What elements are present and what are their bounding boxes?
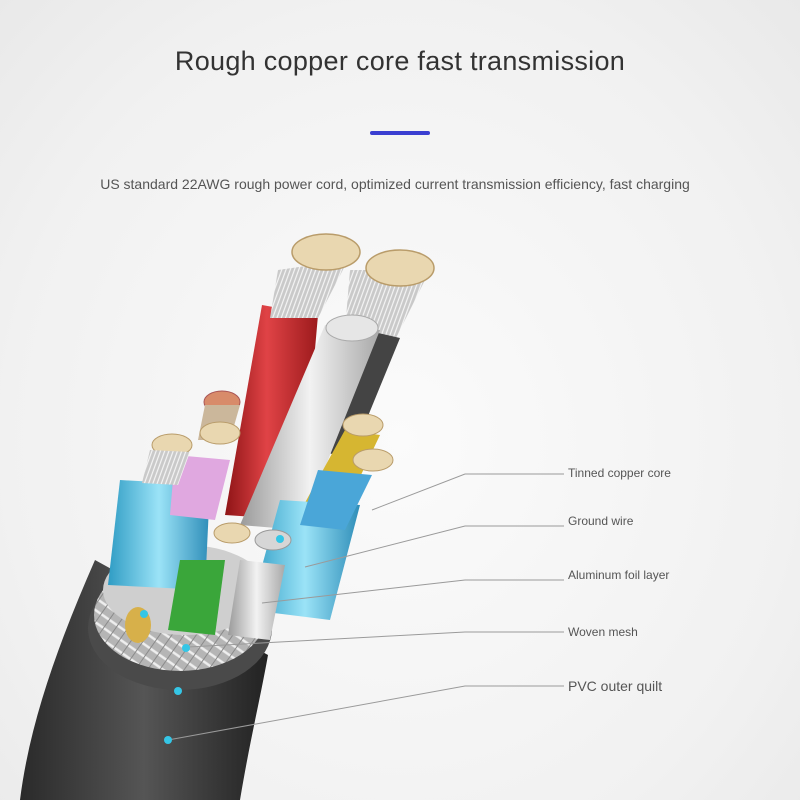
ground-wire-end	[325, 314, 379, 342]
callout-label: Woven mesh	[568, 625, 638, 639]
marker-pvc-outer-quilt	[164, 736, 172, 744]
red-wire-strands	[270, 260, 348, 318]
marker-ground-wire	[140, 610, 148, 618]
page-title: Rough copper core fast transmission	[174, 46, 626, 76]
leader-tinned-copper-core	[371, 473, 564, 511]
green-wire	[168, 560, 225, 635]
callout-leaders	[167, 473, 564, 741]
grey-inner-wire	[228, 560, 285, 640]
left-foil-strands	[142, 450, 190, 485]
page-subtitle: US standard 22AWG rough power cord, opti…	[100, 176, 690, 192]
callout-label: PVC outer quilt	[568, 678, 663, 694]
leader-aluminum-foil	[261, 579, 564, 604]
title-underline	[370, 131, 430, 135]
green-wire-end	[213, 522, 251, 544]
marker-tinned-copper-core	[276, 535, 284, 543]
leader-woven-mesh	[187, 631, 564, 648]
callout-label: Ground wire	[568, 514, 634, 528]
pink-wire	[170, 455, 230, 520]
grey-inner-wire-end	[254, 529, 292, 551]
blue-wire-end	[352, 448, 394, 472]
yellow-wire-end	[342, 413, 384, 437]
leader-ground-wire	[304, 525, 564, 568]
ground-wire	[240, 325, 380, 530]
blue-wire	[300, 470, 372, 530]
callout-label: Tinned copper core	[568, 466, 671, 480]
callout-markers	[140, 535, 284, 744]
marker-woven-mesh	[174, 687, 182, 695]
leader-pvc-outer-quilt	[167, 685, 564, 741]
callout-label: Aluminum foil layer	[568, 568, 670, 582]
pink-wire-end	[199, 421, 241, 445]
grey-wire-core-end	[365, 249, 435, 287]
red-wire-core-end	[291, 233, 361, 271]
marker-aluminum-foil	[182, 644, 190, 652]
